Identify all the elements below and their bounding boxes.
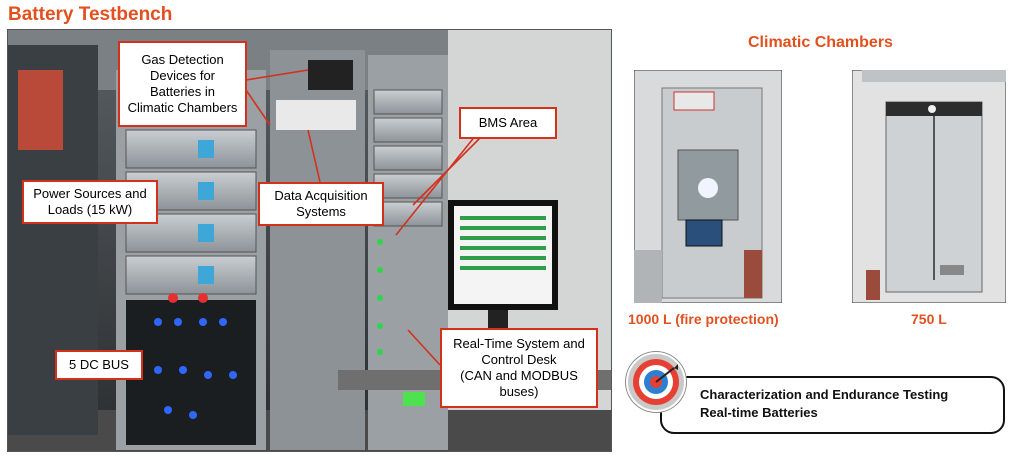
chamber-1000l-photo <box>633 69 783 304</box>
callout-realtime-system: Real-Time System and Control Desk (CAN a… <box>440 328 598 408</box>
chamber-1000l-caption: 1000 L (fire protection) <box>628 311 779 327</box>
chamber-750l-photo <box>851 69 1007 304</box>
callout-bms-area: BMS Area <box>459 107 557 139</box>
testbench-photo: Gas Detection Devices for Batteries in C… <box>7 29 612 452</box>
summary-line-1: Characterization and Endurance Testing <box>700 387 949 402</box>
callout-leader-lines <box>245 69 481 366</box>
callout-gas-detection: Gas Detection Devices for Batteries in C… <box>118 41 247 127</box>
testbench-photo-illustration <box>8 30 611 451</box>
chamber-1000l-illustration <box>633 69 783 304</box>
chamber-750l-caption: 750 L <box>911 311 947 327</box>
chambers-title: Climatic Chambers <box>748 34 893 51</box>
summary-line-2: Real-time Batteries <box>700 405 818 420</box>
chamber-750l-illustration <box>851 69 1007 304</box>
target-icon-graphic <box>633 359 679 405</box>
callout-power-sources: Power Sources and Loads (15 kW) <box>22 180 158 224</box>
summary-box: Characterization and Endurance Testing R… <box>660 376 1005 434</box>
page-title: Battery Testbench <box>8 4 173 25</box>
callout-data-acquisition: Data Acquisition Systems <box>258 182 384 226</box>
callout-dc-bus: 5 DC BUS <box>55 350 143 380</box>
target-icon <box>626 352 686 412</box>
